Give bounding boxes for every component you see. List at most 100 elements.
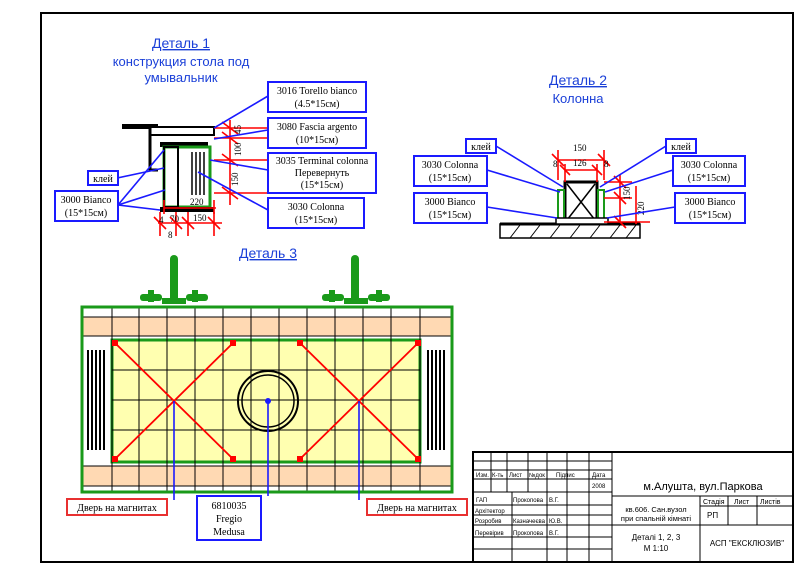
svg-text:клей: клей: [93, 174, 113, 185]
svg-text:Дверь на магнитах: Дверь на магнитах: [77, 503, 157, 514]
svg-text:ГАП: ГАП: [476, 498, 487, 504]
svg-text:(15*15см): (15*15см): [65, 208, 107, 219]
svg-text:(15*15см): (15*15см): [689, 210, 731, 221]
svg-text:РП: РП: [707, 511, 718, 520]
svg-text:220: 220: [190, 197, 204, 207]
title-block: Изм. К-ть Лист №док Підпис Дата 2008 ГАП…: [472, 451, 794, 563]
vent-left: [87, 350, 105, 450]
svg-text:Перевірив: Перевірив: [475, 531, 504, 537]
detail-3: Деталь 3: [66, 245, 468, 541]
svg-text:Листів: Листів: [760, 498, 781, 506]
svg-text:В.Г.: В.Г.: [549, 498, 559, 504]
detail-1-subtitle-line1: конструкция стола под: [113, 54, 250, 69]
svg-text:3080 Fascia argento: 3080 Fascia argento: [277, 122, 357, 133]
svg-text:клей: клей: [471, 142, 491, 153]
svg-text:3035 Terminal colonna: 3035 Terminal colonna: [276, 156, 369, 167]
svg-text:(10*15см): (10*15см): [296, 135, 338, 146]
detail-2-title: Деталь 2: [549, 72, 607, 88]
svg-text:Прокопова: Прокопова: [513, 531, 544, 537]
label-glue-left-d2: клей: [465, 138, 497, 154]
svg-text:2008: 2008: [592, 484, 606, 490]
label-colonna-left-d2: 3030 Colonna (15*15см): [413, 155, 488, 187]
label-terminal: 3035 Terminal colonna Перевернуть (15*15…: [267, 152, 377, 194]
svg-text:Деталі 1, 2, 3: Деталі 1, 2, 3: [632, 533, 681, 542]
svg-text:(15*15см): (15*15см): [429, 173, 471, 184]
svg-text:Medusa: Medusa: [213, 527, 245, 538]
svg-text:Перевернуть: Перевернуть: [295, 168, 350, 179]
svg-text:70: 70: [170, 214, 180, 224]
detail-1-section: [122, 124, 215, 212]
svg-text:126: 126: [573, 158, 587, 168]
stamp-location: м.Алушта, вул.Паркова: [643, 481, 763, 493]
detail-2-subtitle: Колонна: [552, 91, 604, 106]
svg-text:150: 150: [193, 213, 207, 223]
label-drain: 6810035 Fregio Medusa: [196, 495, 262, 541]
svg-text:150: 150: [230, 172, 240, 186]
detail-2: Деталь 2 Колонна: [413, 72, 746, 239]
svg-text:М 1:10: М 1:10: [644, 544, 669, 553]
faucet-right: [322, 255, 390, 304]
svg-text:при спальній кімнаті: при спальній кімнаті: [621, 514, 692, 523]
detail-3-leaders: [173, 401, 360, 500]
svg-text:Стадія: Стадія: [703, 498, 725, 506]
svg-text:Изм.: Изм.: [476, 473, 489, 479]
svg-text:Казначеєва: Казначеєва: [513, 519, 546, 525]
label-glue-right-d2: клей: [665, 138, 697, 154]
svg-text:(15*15см): (15*15см): [301, 180, 343, 191]
svg-text:6810035: 6810035: [212, 501, 247, 512]
label-colonna-d1: 3030 Colonna (15*15см): [267, 197, 365, 229]
svg-text:100: 100: [233, 142, 243, 156]
label-bianco-d1: 3000 Bianco (15*15см): [54, 190, 119, 222]
svg-text:(4.5*15см): (4.5*15см): [295, 99, 340, 110]
svg-text:(15*15см): (15*15см): [688, 173, 730, 184]
svg-text:8: 8: [553, 159, 558, 169]
svg-text:(15*15см): (15*15см): [429, 210, 471, 221]
svg-text:Архітектор: Архітектор: [475, 509, 505, 515]
svg-text:3000 Bianco: 3000 Bianco: [425, 197, 476, 208]
drawing-frame: [40, 12, 794, 563]
label-torello: 3016 Torello bianco (4.5*15см): [267, 81, 367, 113]
svg-text:4: 4: [159, 215, 164, 225]
detail-1: Деталь 1 конструкция стола под умывальни…: [54, 35, 377, 240]
svg-text:В.Г.: В.Г.: [549, 531, 559, 537]
svg-text:3000 Bianco: 3000 Bianco: [61, 195, 112, 206]
svg-text:3030 Colonna: 3030 Colonna: [288, 202, 345, 213]
svg-text:8: 8: [604, 159, 609, 169]
svg-text:Лист: Лист: [734, 499, 750, 506]
svg-text:45: 45: [233, 125, 243, 135]
svg-text:3000 Bianco: 3000 Bianco: [685, 197, 736, 208]
svg-text:Підпис: Підпис: [556, 473, 575, 479]
detail-3-title: Деталь 3: [239, 245, 297, 261]
svg-text:3016 Torello bianco: 3016 Torello bianco: [277, 86, 357, 97]
svg-text:№док: №док: [529, 472, 545, 479]
label-door-left: Дверь на магнитах: [66, 498, 168, 516]
label-door-right: Дверь на магнитах: [366, 498, 468, 516]
vent-right: [427, 350, 445, 450]
svg-text:Розробив: Розробив: [475, 519, 501, 525]
detail-1-subtitle-line2: умывальник: [144, 70, 217, 85]
svg-text:(15*15см): (15*15см): [295, 215, 337, 226]
svg-text:клей: клей: [671, 142, 691, 153]
svg-text:8: 8: [168, 230, 173, 240]
stamp-company: АСП "ЕКСКЛЮЗИВ": [710, 539, 784, 548]
svg-text:Fregio: Fregio: [216, 514, 242, 525]
svg-text:Прокопова: Прокопова: [513, 498, 544, 504]
svg-text:220: 220: [636, 201, 646, 215]
svg-text:кв.606. Сан.вузол: кв.606. Сан.вузол: [625, 505, 686, 514]
svg-text:150: 150: [622, 186, 632, 200]
label-glue-d1: клей: [87, 170, 119, 186]
svg-text:Дверь на магнитах: Дверь на магнитах: [377, 503, 457, 514]
label-bianco-right-d2: 3000 Bianco (15*15см): [674, 192, 746, 224]
svg-text:Ю.В.: Ю.В.: [549, 519, 563, 525]
label-fascia: 3080 Fascia argento (10*15см): [267, 117, 367, 149]
detail-1-title: Деталь 1: [152, 35, 210, 51]
label-colonna-right-d2: 3030 Colonna (15*15см): [672, 155, 746, 187]
label-bianco-left-d2: 3000 Bianco (15*15см): [413, 192, 488, 224]
svg-text:К-ть: К-ть: [492, 473, 503, 479]
svg-text:150: 150: [573, 143, 587, 153]
svg-text:Лист: Лист: [509, 473, 522, 479]
detail-2-leaders: [486, 145, 676, 219]
faucet-left: [140, 255, 208, 304]
svg-text:3030 Colonna: 3030 Colonna: [681, 160, 738, 171]
